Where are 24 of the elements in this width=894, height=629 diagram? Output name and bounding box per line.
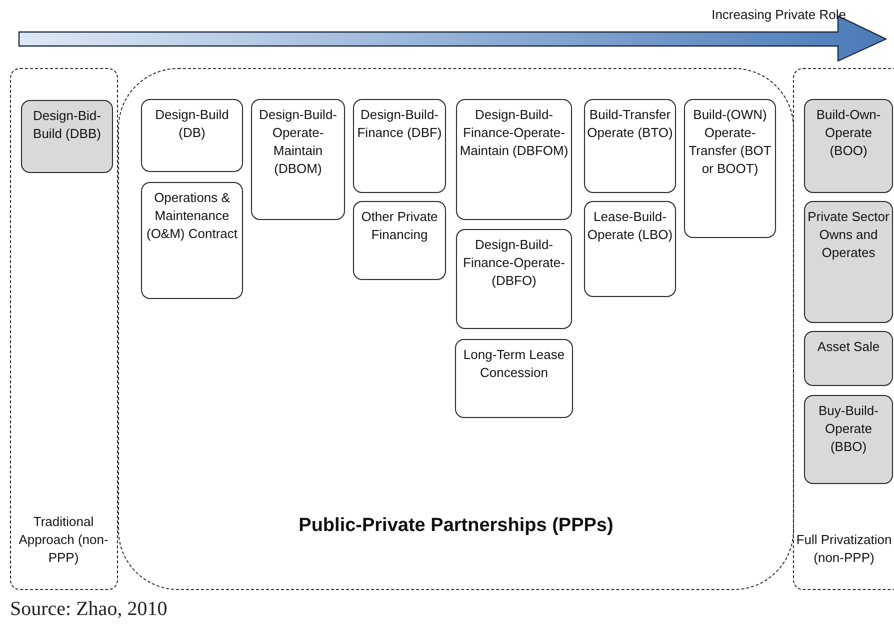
- model-box: Other Private Financing: [353, 201, 446, 280]
- model-box: Design-Build-Operate-Maintain (DBOM): [251, 99, 345, 220]
- model-box: Build-Transfer Operate (BTO): [584, 99, 676, 193]
- model-box: Design-Build (DB): [141, 99, 243, 172]
- source-caption: Source: Zhao, 2010: [10, 598, 168, 621]
- model-box: Design-Build-Finance (DBF): [353, 99, 446, 193]
- model-box: Build-(OWN) Operate-Transfer (BOT or BOOT): [684, 99, 776, 238]
- model-box: Build-Own-Operate (BOO): [804, 99, 893, 193]
- model-box: Operations & Maintenance (O&M) Contract: [141, 182, 243, 299]
- group-outline: [118, 68, 794, 590]
- group-outline: [10, 68, 118, 590]
- model-box: Private Sector Owns and Operates: [804, 201, 893, 323]
- group-title: Full Privatization (non-PPP): [795, 531, 893, 567]
- model-box: Asset Sale: [804, 331, 893, 386]
- model-box: Design-Build-Finance-Operate-Maintain (DBFOM): [456, 99, 572, 220]
- group-title: Traditional Approach (non-PPP): [18, 513, 110, 567]
- model-box: Design-Build-Finance-Operate-(DBFO): [456, 229, 572, 329]
- model-box: Buy-Build-Operate (BBO): [804, 395, 893, 484]
- model-box: Long-Term Lease Concession: [455, 339, 573, 418]
- arrow-label: Increasing Private Role: [712, 7, 846, 22]
- group-outline: [793, 68, 894, 590]
- model-box: Lease-Build-Operate (LBO): [584, 201, 676, 297]
- group-title: Public-Private Partnerships (PPPs): [298, 515, 614, 537]
- model-box: Design-Bid-Build (DBB): [21, 100, 113, 173]
